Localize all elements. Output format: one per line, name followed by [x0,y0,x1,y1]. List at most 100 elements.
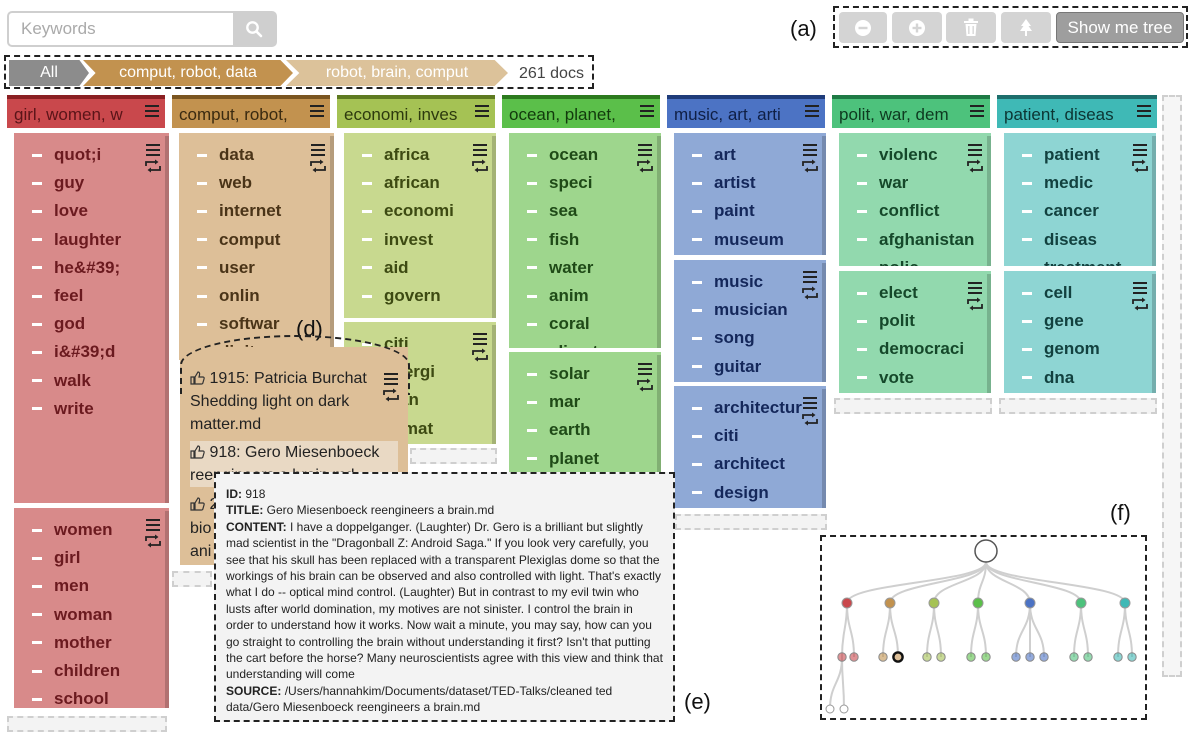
keyword-item[interactable]: women [32,520,113,540]
keyword-item[interactable]: artist [692,173,756,193]
card-scrollbar[interactable] [165,136,169,503]
keyword-item[interactable]: citi [692,426,739,446]
keyword-item[interactable]: girl [32,548,80,568]
keyword-item[interactable]: guy [32,173,84,193]
tree-leaf[interactable] [1113,652,1123,662]
repeat-icon[interactable] [1131,297,1149,311]
keyword-item[interactable]: fish [527,230,579,250]
keyword-item[interactable]: medic [1022,173,1093,193]
keyword-item[interactable]: vote [857,368,914,388]
topic-card[interactable]: violencwarconflictafghanistanpolic [839,133,991,266]
keyword-item[interactable]: internet [197,201,281,221]
show-tree-button[interactable]: Show me tree [1056,12,1184,43]
keyword-item[interactable]: god [32,314,85,334]
keyword-item[interactable]: art [692,145,736,165]
drop-placeholder[interactable] [7,716,167,732]
tree-node[interactable] [928,597,940,609]
card-scrollbar[interactable] [987,136,991,266]
repeat-icon[interactable] [1131,159,1149,173]
menu-icon[interactable] [145,104,159,122]
keyword-item[interactable]: coral [527,314,590,334]
drop-placeholder[interactable] [172,571,212,587]
menu-icon[interactable] [146,519,160,531]
topic-card[interactable]: datawebinternetcomputuseronlinsoftwardig… [179,133,334,360]
keyword-item[interactable]: children [32,661,120,681]
tree-leaf[interactable] [936,652,946,662]
keyword-item[interactable]: museum [692,230,784,250]
keyword-item[interactable]: treatment [1022,258,1121,266]
repeat-icon[interactable] [471,348,489,362]
column-header-polit[interactable]: polit, war, dem [832,95,990,128]
keyword-item[interactable]: walk [32,371,91,391]
keyword-item[interactable]: feel [32,286,83,306]
keyword-item[interactable]: laughter [32,230,121,250]
menu-icon[interactable] [640,104,654,122]
keyword-item[interactable]: climat [527,342,598,348]
tree-leaf[interactable] [1069,652,1079,662]
menu-icon[interactable] [1137,104,1151,122]
tree-leaf[interactable] [1083,652,1093,662]
keyword-item[interactable]: cancer [1022,201,1099,221]
repeat-icon[interactable] [801,286,819,300]
menu-icon[interactable] [970,104,984,122]
search-button[interactable] [233,13,275,45]
keyword-item[interactable]: sea [527,201,577,221]
menu-icon[interactable] [805,104,819,122]
card-scrollbar[interactable] [1152,136,1156,266]
keyword-item[interactable]: violenc [857,145,938,165]
repeat-icon[interactable] [801,159,819,173]
repeat-icon[interactable] [801,412,819,426]
keyword-item[interactable]: african [362,173,440,193]
repeat-icon[interactable] [144,159,162,173]
breadcrumb-item[interactable]: comput, robot, data [83,60,293,86]
card-scrollbar[interactable] [822,263,826,382]
menu-icon[interactable] [146,144,160,156]
keyword-item[interactable]: ocean [527,145,598,165]
breadcrumb-all[interactable]: All [9,60,89,86]
keyword-item[interactable]: polit [857,311,915,331]
keyword-item[interactable]: music [692,272,763,292]
tree-leaf[interactable] [1025,652,1035,662]
tree-leaf[interactable] [922,652,932,662]
zoom-in-button[interactable] [892,12,942,43]
menu-icon[interactable] [473,333,487,345]
drop-placeholder[interactable] [834,398,992,414]
keyword-item[interactable]: diseas [1022,230,1097,250]
keyword-item[interactable]: user [197,258,255,278]
menu-icon[interactable] [310,104,324,122]
keyword-item[interactable]: anim [527,286,589,306]
tree-leaf[interactable] [1127,652,1137,662]
tree-leaf-selected[interactable] [892,651,904,663]
keyword-item[interactable]: song [692,328,755,348]
tree-leaf[interactable] [966,652,976,662]
keyword-item[interactable]: love [32,201,88,221]
repeat-icon[interactable] [966,297,984,311]
column-header-ocean[interactable]: ocean, planet, [502,95,660,128]
card-scrollbar[interactable] [822,136,826,255]
tree-leaf[interactable] [849,652,859,662]
keyword-item[interactable]: men [32,576,89,596]
tree-leaf[interactable] [837,652,847,662]
tree-node[interactable] [972,597,984,609]
keyword-item[interactable]: school [32,689,109,708]
keyword-item[interactable]: aid [362,258,409,278]
menu-icon[interactable] [803,271,817,283]
keyword-item[interactable]: africa [362,145,429,165]
drop-placeholder[interactable] [999,398,1157,414]
keyword-item[interactable]: afghanistan [857,230,974,250]
repeat-icon[interactable] [636,378,654,392]
column-header-economi[interactable]: economi, inves [337,95,495,128]
keyword-item[interactable]: earth [527,420,591,440]
keyword-item[interactable]: onlin [197,286,260,306]
keyword-item[interactable]: solar [527,364,590,384]
keyword-item[interactable]: i&#39;d [32,342,115,362]
keyword-item[interactable]: gene [1022,311,1084,331]
keyword-item[interactable]: architectur [692,398,802,418]
card-scrollbar[interactable] [330,136,334,360]
keyword-item[interactable]: water [527,258,593,278]
menu-icon[interactable] [311,144,325,156]
